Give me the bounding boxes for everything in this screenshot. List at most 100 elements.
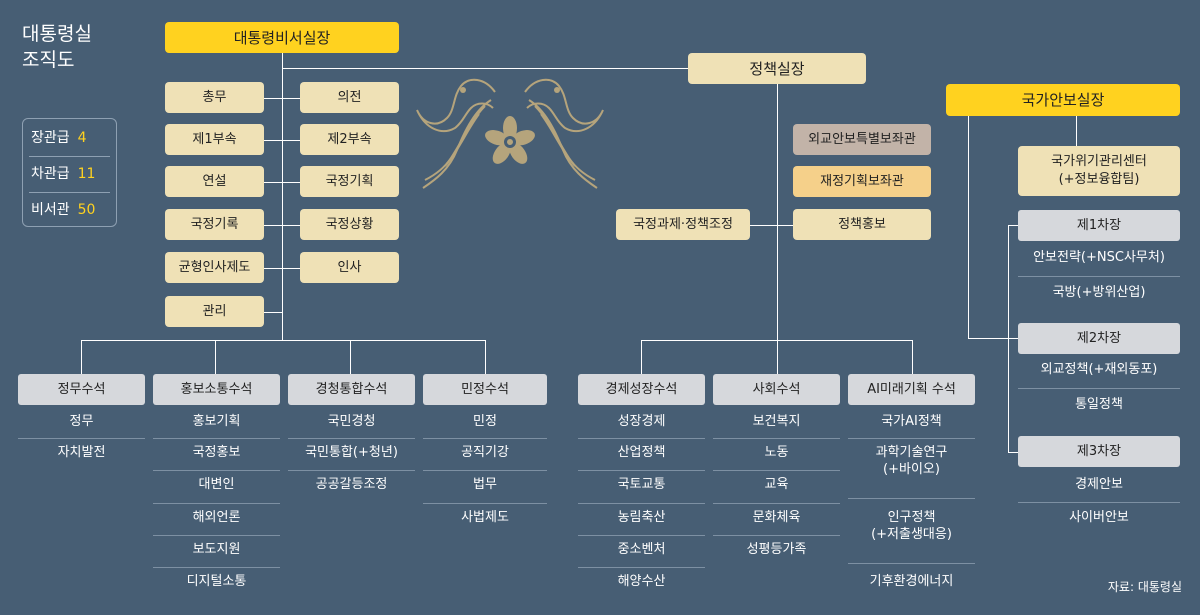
list-item: 국방(+방위산업) (1052, 285, 1146, 300)
list-divider (423, 470, 547, 471)
connector-line (81, 340, 486, 341)
list-item: 기후환경에너지 (869, 574, 954, 589)
connector-line (1008, 225, 1009, 453)
list-divider (1018, 388, 1180, 389)
list-divider (153, 503, 280, 504)
title-line-1: 대통령실 (22, 23, 92, 45)
senior-civil-affairs: 민정수석 (423, 374, 547, 405)
list-item: 국민통합(+청년) (305, 445, 398, 460)
senior-listening-unity: 경청통합수석 (288, 374, 415, 405)
connector-line (968, 116, 969, 339)
list-item: 자치발전 (57, 445, 106, 460)
secretary-general-affairs: 총무 (165, 82, 264, 113)
connector-line (485, 340, 486, 374)
source-note: 자료: 대통령실 (1107, 580, 1182, 594)
list-item: 교육 (764, 477, 789, 492)
connector-line (1076, 116, 1077, 146)
legend-divider (29, 192, 110, 193)
senior-economic-growth: 경제성장수석 (578, 374, 705, 405)
connector-line (264, 182, 300, 183)
list-item: 국가AI정책 (881, 414, 942, 429)
list-item: 국정홍보 (192, 445, 241, 460)
list-item: 중소벤처 (617, 542, 666, 557)
title-line-2: 조직도 (22, 48, 75, 71)
secretary-second-attached: 제2부속 (300, 124, 399, 155)
senior-ai-future-planning: AI미래기획 수석 (848, 374, 975, 405)
connector-line (350, 340, 351, 374)
list-divider (18, 438, 145, 439)
connector-line (1008, 452, 1018, 453)
list-item: 디지털소통 (186, 574, 247, 589)
connector-line (264, 98, 300, 99)
list-item: 성장경제 (617, 414, 666, 429)
phoenix-emblem-icon (416, 78, 604, 189)
secretary-personnel: 인사 (300, 252, 399, 283)
list-divider (153, 567, 280, 568)
legend-divider (29, 156, 110, 157)
connector-line (215, 340, 216, 374)
list-item: 국토교통 (617, 477, 666, 492)
connector-line (641, 340, 642, 374)
list-item: 국민경청 (327, 414, 376, 429)
list-divider (713, 503, 840, 504)
connector-line (81, 340, 82, 374)
connector-line (777, 84, 778, 340)
list-divider (713, 470, 840, 471)
list-item: 통일정책 (1075, 397, 1123, 412)
list-divider (1018, 276, 1180, 277)
connector-line (750, 225, 794, 226)
secretary-state-records: 국정기록 (165, 209, 264, 240)
secretary-state-situation: 국정상황 (300, 209, 399, 240)
list-divider (848, 563, 975, 564)
list-item: 안보전략(+NSC사무처) (1033, 250, 1165, 265)
list-item: 외교정책(+재외동포) (1040, 362, 1158, 377)
list-item: 공직기강 (461, 445, 509, 460)
list-item: 산업정책 (617, 445, 666, 460)
list-divider (713, 535, 840, 536)
list-item: 보건복지 (752, 414, 801, 429)
connector-line (264, 225, 300, 226)
connector-line (264, 140, 300, 141)
secretary-protocol: 의전 (300, 82, 399, 113)
connector-line (264, 312, 283, 313)
list-divider (423, 438, 547, 439)
policy-chief-box: 정책실장 (688, 53, 866, 84)
legend-count: 11 (77, 166, 96, 182)
list-divider (578, 503, 705, 504)
senior-public-communication: 홍보소통수석 (153, 374, 280, 405)
senior-social-affairs: 사회수석 (713, 374, 840, 405)
senior-political-affairs: 정무수석 (18, 374, 145, 405)
connector-line (282, 68, 688, 69)
list-divider (848, 498, 975, 499)
chief-of-staff-box: 대통령비서실장 (165, 22, 399, 53)
list-divider (713, 438, 840, 439)
secretary-speech: 연설 (165, 166, 264, 197)
list-item: 경제안보 (1075, 477, 1123, 492)
chart-title: 대통령실 조직도 (22, 22, 92, 73)
list-divider (578, 438, 705, 439)
list-divider (288, 470, 415, 471)
list-divider (288, 438, 415, 439)
connector-line (1008, 225, 1018, 226)
list-item: 사이버안보 (1069, 510, 1129, 525)
list-divider (1018, 502, 1180, 503)
first-deputy-box: 제1차장 (1018, 210, 1180, 241)
policy-coordination-box: 국정과제·정책조정 (616, 209, 750, 240)
foreign-security-advisor-box: 외교안보특별보좌관 (793, 124, 931, 155)
list-divider (153, 470, 280, 471)
list-item: 민정 (473, 414, 497, 429)
list-item: 과학기술연구 (+바이오) (875, 445, 948, 477)
secretary-first-attached: 제1부속 (165, 124, 264, 155)
fiscal-planning-advisor-box: 재정기획보좌관 (793, 166, 931, 197)
list-item: 대변인 (198, 477, 235, 492)
list-item: 사법제도 (461, 510, 509, 525)
list-item: 문화체육 (752, 510, 801, 525)
list-divider (578, 535, 705, 536)
secretary-balanced-personnel: 균형인사제도 (165, 252, 264, 283)
list-item: 홍보기획 (192, 414, 241, 429)
list-item: 보도지원 (192, 542, 241, 557)
list-item: 해양수산 (617, 574, 666, 589)
